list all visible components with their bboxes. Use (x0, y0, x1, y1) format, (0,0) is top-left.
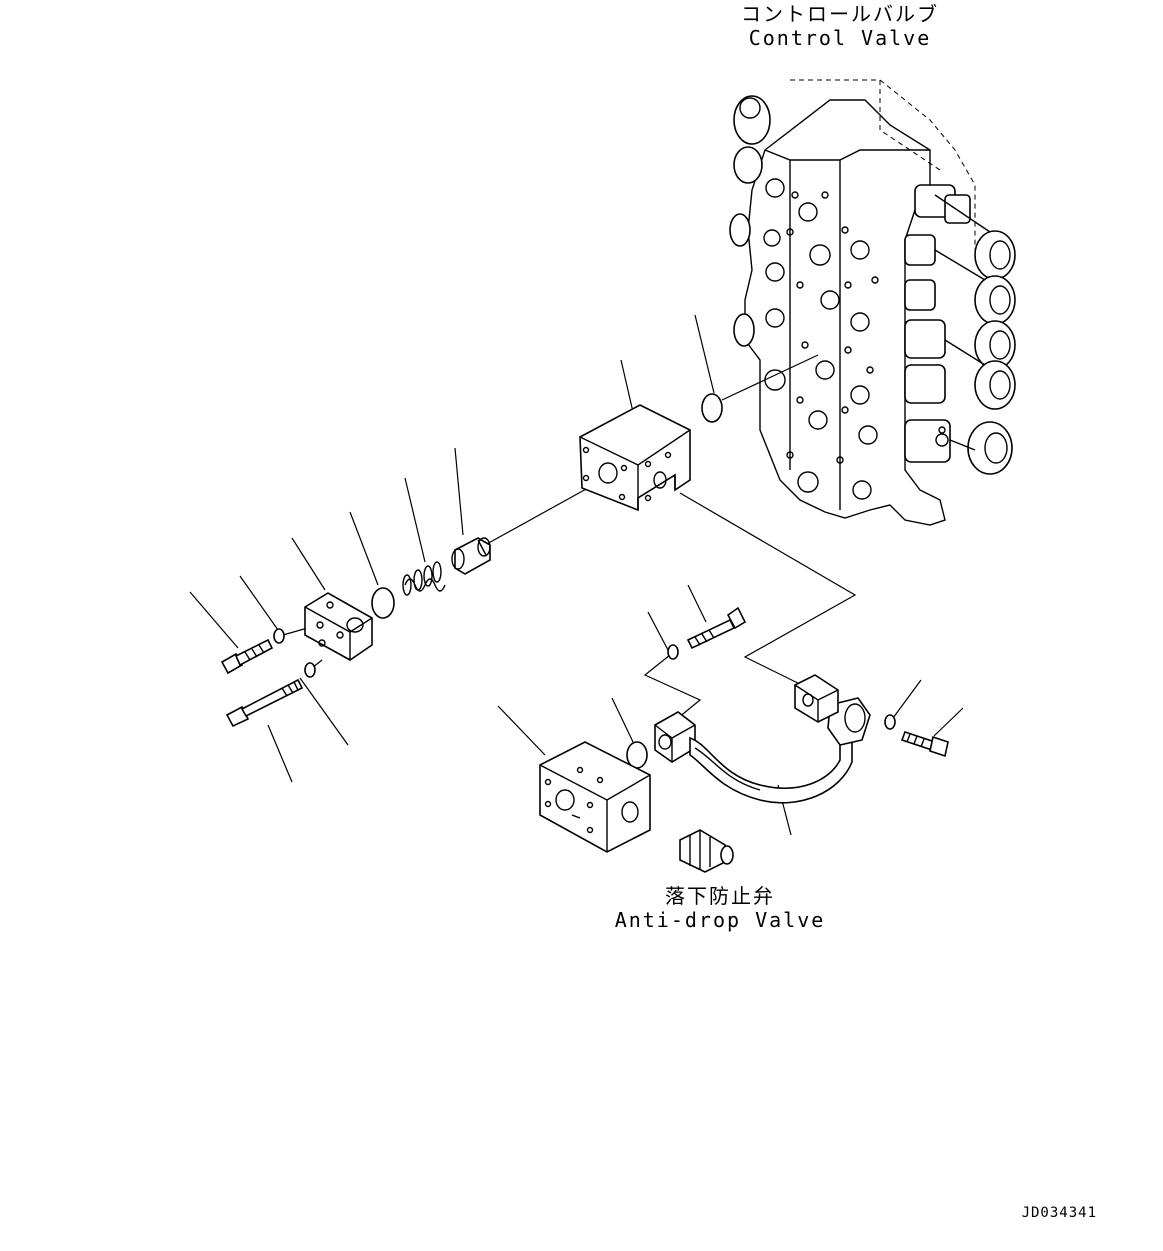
control-valve (729, 79, 1016, 526)
sleeve (451, 537, 491, 575)
control-valve-spool-caps (904, 184, 1016, 475)
control-valve-label-jp: コントロールバルブ (741, 2, 939, 26)
washer-right (884, 714, 896, 730)
anti-drop-valve-label-jp: 落下防止弁 (665, 884, 775, 908)
control-valve-label-en: Control Valve (748, 26, 932, 50)
control-valve-holes (763, 178, 879, 500)
washer-middle (667, 644, 679, 660)
washer-upper-left (273, 628, 285, 644)
o-ring-left (371, 587, 395, 619)
control-valve-label: コントロールバルブ Control Valve (720, 2, 960, 50)
bolt-middle (686, 606, 747, 650)
cover-plate (304, 592, 373, 661)
anti-drop-valve-label: 落下防止弁 Anti-drop Valve (590, 884, 850, 932)
bolt-right (900, 730, 949, 758)
connector-lines (282, 354, 857, 719)
pipe-assembly (654, 674, 871, 804)
check-valve-cartridge (679, 829, 734, 873)
valve-block-upper (579, 404, 691, 512)
callout-leaders (189, 314, 964, 836)
drawing-id: JD034341 (1021, 1205, 1097, 1221)
spring (402, 561, 446, 596)
anti-drop-valve-label-en: Anti-drop Valve (614, 908, 826, 932)
o-ring-upper (701, 393, 723, 423)
bolt-long-left (225, 678, 304, 728)
washer-lower-left (304, 662, 316, 678)
bolt-short-left (220, 638, 274, 675)
anti-drop-valve-block (539, 741, 651, 853)
